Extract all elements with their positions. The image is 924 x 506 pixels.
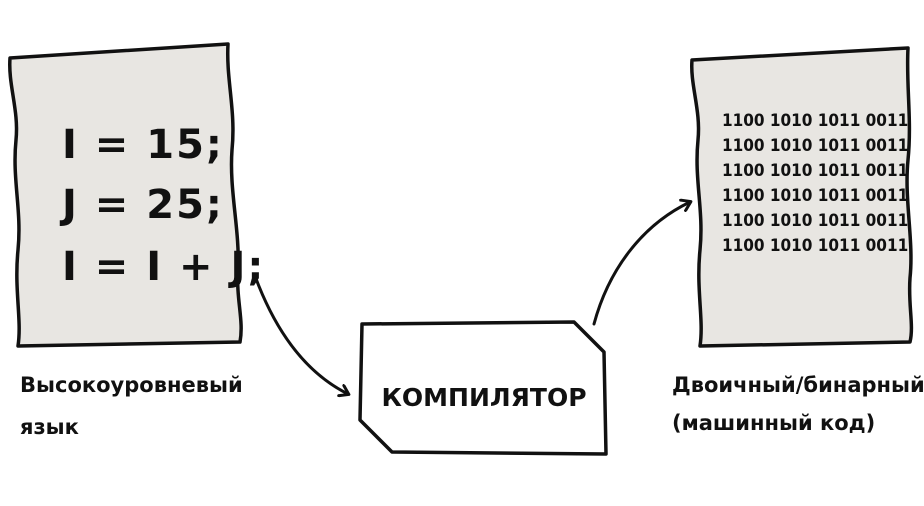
binary-paper	[690, 46, 914, 348]
binary-line-2: 1100 1010 1011 0011	[722, 136, 908, 156]
arrow-to-compiler	[253, 274, 348, 394]
binary-caption-line-1: Двоичный/бинарный	[672, 373, 924, 397]
source-caption-line-1: Высокоуровневый	[20, 373, 243, 397]
compiler-shape	[358, 320, 608, 456]
source-paper	[8, 42, 243, 348]
arrow-to-binary	[592, 202, 690, 326]
source-code-line-1: I = 15;	[62, 122, 224, 168]
source-code-line-2: J = 25;	[59, 182, 224, 228]
binary-line-3: 1100 1010 1011 0011	[722, 161, 908, 181]
source-caption-line-2: язык	[20, 415, 79, 439]
source-code-line-3: I = I + J;	[62, 244, 265, 290]
binary-caption-line-2: (машинный код)	[672, 411, 875, 435]
compiler-label: КОМПИЛЯТОР	[381, 383, 586, 412]
binary-line-4: 1100 1010 1011 0011	[722, 186, 908, 206]
binary-line-1: 1100 1010 1011 0011	[722, 111, 908, 131]
binary-line-6: 1100 1010 1011 0011	[722, 236, 908, 256]
compiler-box: КОМПИЛЯТОР	[358, 320, 608, 456]
binary-line-5: 1100 1010 1011 0011	[722, 211, 908, 231]
source-code-sheet: I = 15; J = 25; I = I + J;	[8, 42, 265, 348]
binary-code-sheet: 1100 1010 1011 0011 1100 1010 1011 0011 …	[690, 46, 914, 348]
